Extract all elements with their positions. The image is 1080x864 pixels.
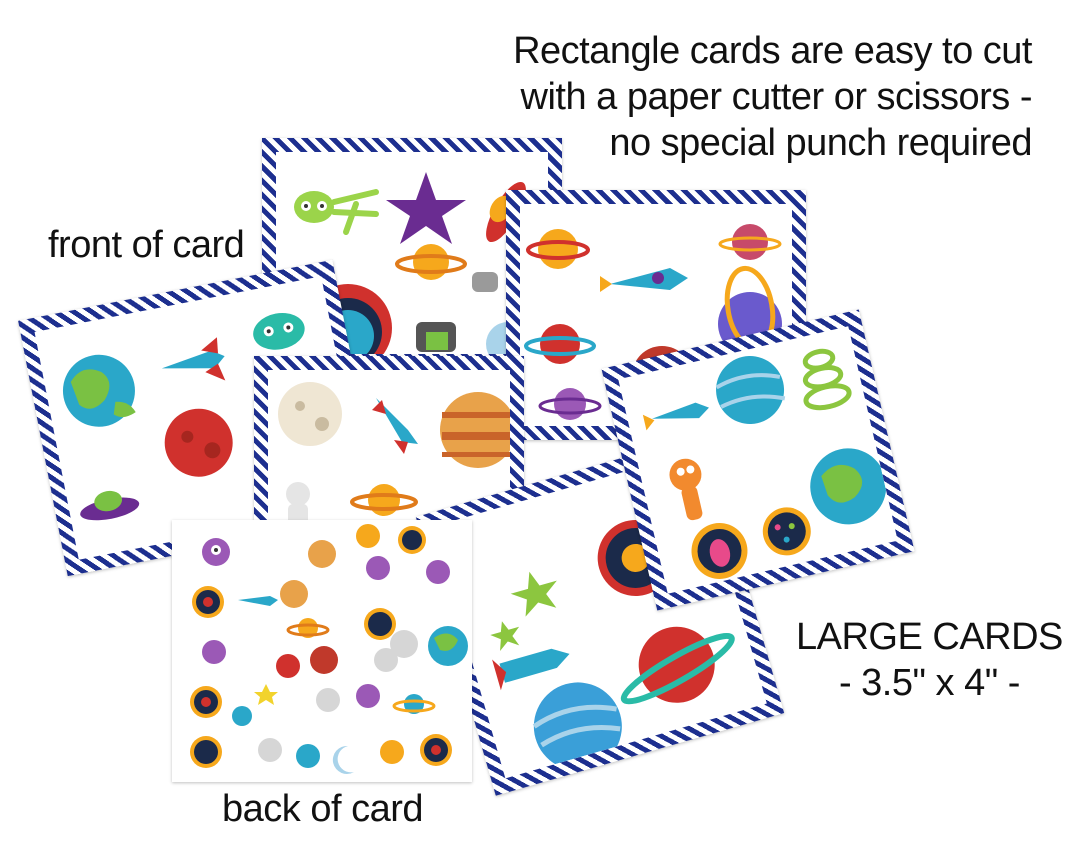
saturn-icon [395,244,467,280]
large-cards-caption: LARGE CARDS - 3.5" x 4" - [796,614,1063,706]
saturn-icon [350,484,418,516]
large-cards-size: - 3.5" x 4" - [838,662,1020,704]
alien-icon [294,189,379,235]
headline-caption: Rectangle cards are easy to cut with a p… [472,28,1032,166]
planet-icon [718,224,782,260]
ufo-icon [80,490,140,521]
star-icon [490,621,520,651]
monster-badge-icon [190,736,222,768]
star-icon [510,571,557,617]
monster-icon [202,640,226,664]
card-front-center-art [278,382,510,526]
large-cards-title: LARGE CARDS [796,616,1063,658]
mars-icon [164,408,233,477]
monster-badge-icon [420,734,452,766]
rocket-icon [238,596,278,606]
card-front-left-art [62,312,305,521]
saturn-icon [538,388,602,420]
card-front-left [18,259,382,577]
saturn-icon [526,229,590,269]
back-of-card-label: back of card [222,788,424,830]
card-back [172,520,472,782]
stars-badge-icon [762,507,811,556]
moon-icon [374,648,398,672]
monster-badge-icon [190,686,222,718]
rocket-icon [372,398,418,454]
rocket-icon [161,337,226,381]
neptune-icon [532,682,622,771]
jupiter-icon [308,540,336,568]
monster-badge-icon [691,522,748,579]
headline-line-1: Rectangle cards are easy to cut [513,30,1032,72]
rocket-icon [492,648,570,691]
monster-icon [426,560,450,584]
brain-planet-icon [356,524,380,548]
moon-icon [316,688,340,712]
planet-icon [524,324,596,364]
ring-planet-icon [802,348,852,411]
rocket-icon [600,268,688,292]
monster-badge-icon [192,586,224,618]
headline-line-3: no special punch required [609,122,1032,164]
monster-icon [366,556,390,580]
headline-line-2: with a paper cutter or scissors - [520,76,1033,118]
planet-icon [296,744,320,768]
moon-icon [332,745,354,774]
saturn-icon [286,618,330,638]
brain-planet-icon [380,740,404,764]
card-front-right-art [642,348,887,579]
star-icon [254,684,278,705]
monster-icon [232,706,252,726]
planet-icon [258,738,282,762]
moon-icon [749,437,791,505]
card-front-right [601,309,915,611]
monster-icon [202,538,230,566]
front-of-card-label: front of card [48,224,245,266]
card-back-pattern [172,520,472,782]
monster-icon [253,312,305,350]
mars-icon [310,646,338,674]
jupiter-icon [440,392,510,468]
neptune-icon [715,355,786,424]
moon-icon [278,382,342,446]
jupiter-icon [280,580,308,608]
planet-icon [620,626,735,705]
planet-icon [276,654,300,678]
earth-icon [810,448,887,525]
alien-icon [669,458,703,521]
rocket-icon [642,402,709,431]
monster-badge-icon [398,526,426,554]
robot-icon [416,322,456,352]
earth-icon [62,354,136,427]
earth-icon [428,626,468,666]
monster-badge-icon [364,608,396,640]
monster-badge-icon [356,684,380,708]
star-icon [386,172,466,244]
saturn-icon [392,694,436,714]
asteroid-icon [472,272,498,292]
moon-icon [390,630,418,658]
